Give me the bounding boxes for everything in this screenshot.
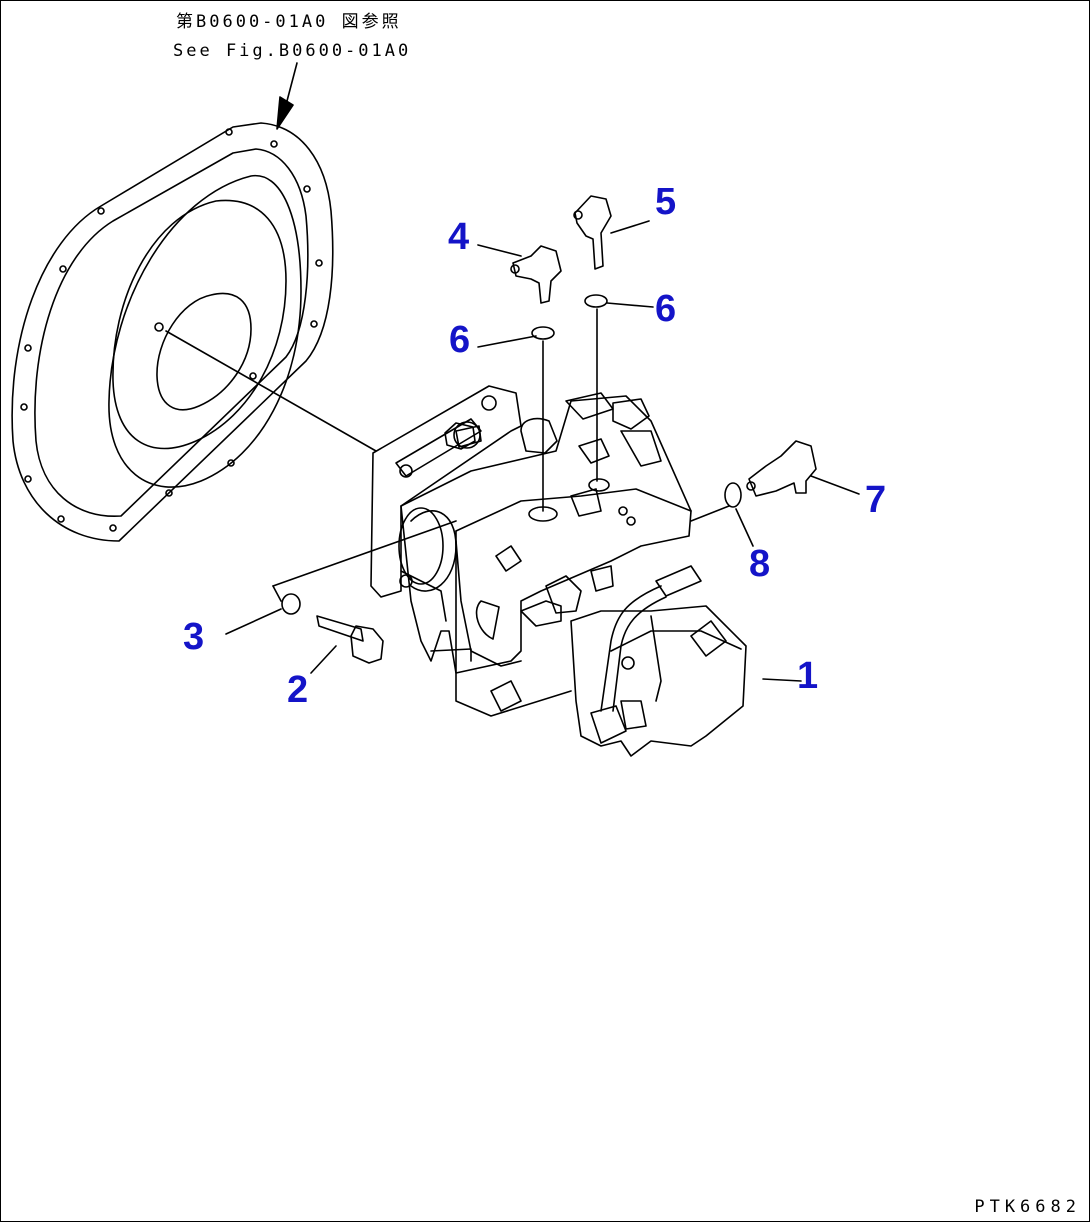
callout-3: 3 [183, 616, 205, 658]
assembly-line-bolt [272, 520, 457, 587]
assembly-line-bolt-end [272, 585, 282, 602]
callout-2: 2 [287, 669, 309, 711]
callout-leaders [225, 220, 860, 682]
assembly-line-oring-8 [690, 505, 730, 522]
part-6-o-rings [531, 294, 608, 340]
part-8-o-ring [724, 482, 742, 508]
callout-4: 4 [448, 216, 470, 258]
part-5-elbow-fitting [573, 195, 612, 270]
part-3-washer [281, 593, 301, 615]
callout-8: 8 [749, 543, 771, 585]
assembly-line-housing [165, 330, 377, 452]
part-2-bolt [316, 615, 384, 664]
callout-6b: 6 [655, 288, 677, 330]
part-7-elbow-fitting [746, 440, 817, 497]
callout-6a: 6 [449, 319, 471, 361]
callout-7: 7 [865, 479, 887, 521]
reference-english: See Fig.B0600-01A0 [173, 41, 412, 61]
callout-1: 1 [797, 655, 819, 697]
reference-arrow [276, 62, 298, 130]
flywheel-housing-plate [11, 122, 334, 542]
callout-5: 5 [655, 181, 677, 223]
pump-assembly [370, 385, 747, 757]
drawing-code: PTK6682 [974, 1197, 1081, 1217]
reference-japanese: 第B0600-01A0 図参照 [176, 12, 402, 32]
part-4-elbow-fitting [510, 245, 562, 304]
